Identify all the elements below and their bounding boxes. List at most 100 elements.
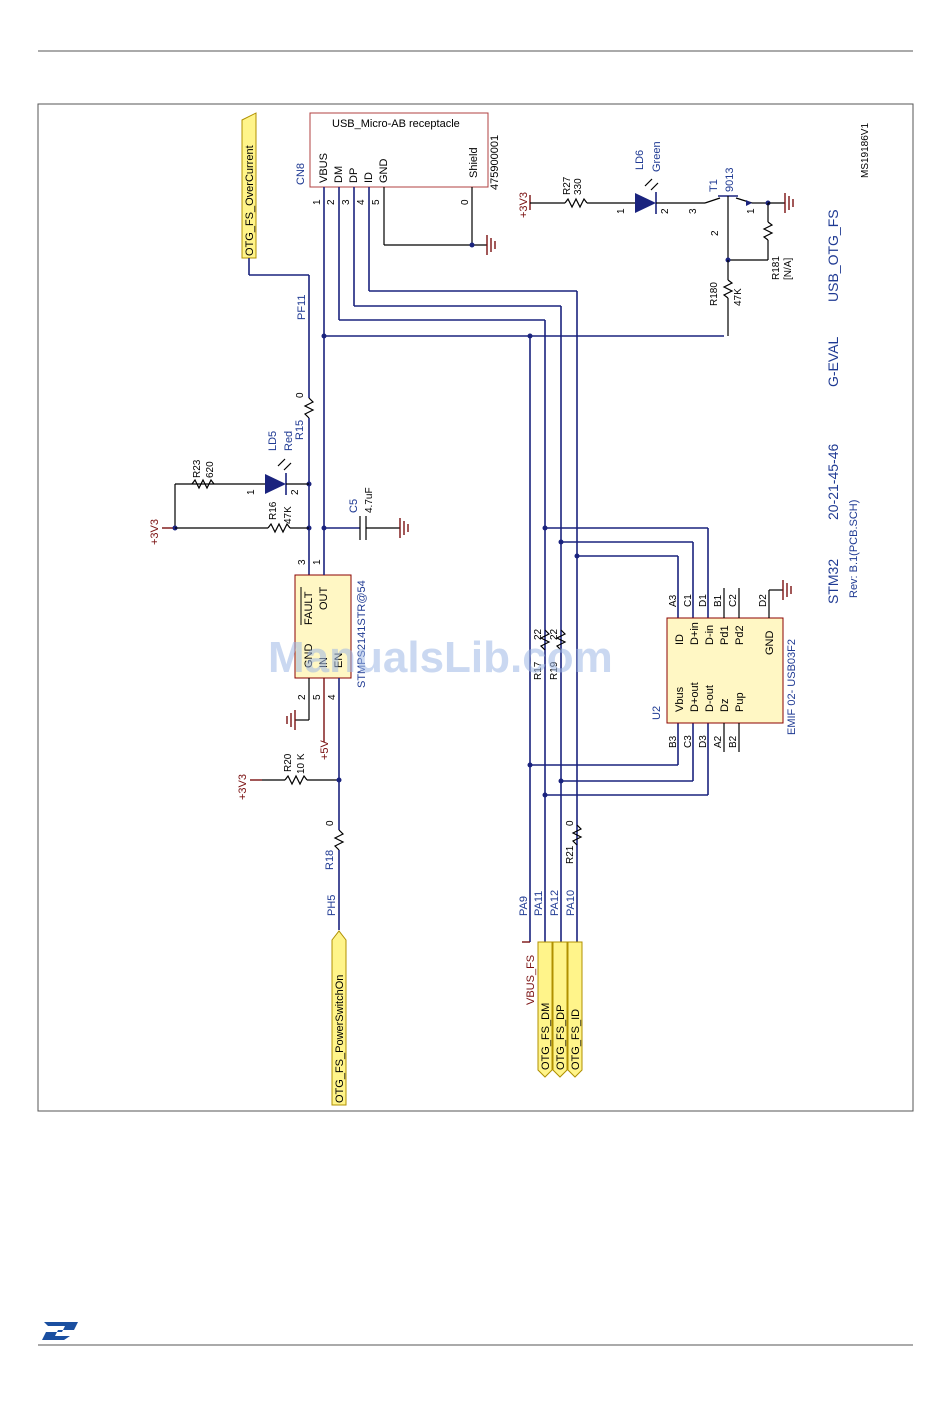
r23-ref: R23 <box>192 459 203 478</box>
revision: Rev: B.1(PCB.SCH) <box>848 500 860 598</box>
pin-dm: DM <box>333 166 345 183</box>
ground-symbol <box>486 235 496 255</box>
r17-value: 22 <box>533 628 544 640</box>
connector-ref: CN8 <box>295 163 307 185</box>
u2-pin-pup: Pup <box>734 692 746 712</box>
otg-flags <box>537 941 583 1078</box>
t1-value: 9013 <box>724 168 736 192</box>
doc-date: 20-21-45-46 <box>825 444 841 520</box>
r20-value: 10 K <box>296 753 307 774</box>
u2-pin-gnd: GND <box>764 631 776 656</box>
t1-ref: T1 <box>708 179 720 192</box>
r15-value: 0 <box>295 392 306 398</box>
u2-pin-dpout: D+out <box>689 682 701 712</box>
net-overcurrent: OTG_FS_OverCurrent <box>244 145 256 256</box>
net-otg-fs-dm: OTG_FS_DM <box>540 1003 552 1070</box>
t1-pin2: 2 <box>710 230 721 236</box>
powerswitch-flag <box>331 930 347 1106</box>
u2-pin-dz: Dz <box>719 699 731 712</box>
r21-ref: R21 <box>565 845 576 864</box>
switch-leads <box>295 560 340 830</box>
u2-num-d2: D2 <box>758 594 769 607</box>
u2-num-c3: C3 <box>683 735 694 748</box>
u2-num-b3: B3 <box>668 735 679 748</box>
sw-num-in: 5 <box>312 694 323 700</box>
transistor-t1-icon <box>704 195 768 260</box>
sw-num-en: 4 <box>327 694 338 700</box>
u2-part: EMIF 02- USB03F2 <box>786 639 798 735</box>
power-3v3-top: +3V3 <box>518 192 530 218</box>
r19-value: 22 <box>549 628 560 640</box>
power-5v: +5V <box>319 739 331 760</box>
sw-num-fault: 3 <box>297 559 308 565</box>
ld5-pin2: 2 <box>290 489 301 495</box>
sw-pin-fault: FAULT <box>303 591 315 625</box>
pin-shield: Shield <box>468 147 480 178</box>
pin-vbus: VBUS <box>318 153 330 183</box>
ld6-pin1: 1 <box>616 208 627 214</box>
u2-bottom-pin-numbers: B3 C3 D3 A2 B2 <box>668 735 739 748</box>
power-3v3-left: +3V3 <box>149 519 161 545</box>
data-bus-wires <box>321 290 724 942</box>
u2-num-d3: D3 <box>698 735 709 748</box>
u2-right-pins: ID D+in D-in Pd1 Pd2 GND <box>674 622 776 655</box>
r23-value: 620 <box>205 461 216 478</box>
u2-num-b2: B2 <box>728 735 739 748</box>
u2-top-pin-numbers: A3 C1 D1 B1 C2 D2 <box>668 594 769 607</box>
sw-ref: STMPS2141STR@54 <box>356 580 368 688</box>
u2-ref: U2 <box>651 706 663 720</box>
r17-ref: R17 <box>533 661 544 680</box>
u2-num-d1: D1 <box>698 594 709 607</box>
ld6-pin2: 2 <box>660 208 671 214</box>
power-3v3-r20: +3V3 <box>237 774 249 800</box>
u2-num-a3: A3 <box>668 594 679 607</box>
u2-pin-id: ID <box>674 634 686 645</box>
board-name: G-EVAL <box>825 336 841 387</box>
sw-pin-gnd: GND <box>303 644 315 669</box>
doc-id: MS19186V1 <box>860 123 871 178</box>
r181-ref: R181 <box>771 256 782 280</box>
ld5-pin1: 1 <box>246 489 257 495</box>
series-resistors <box>539 629 583 846</box>
u2-num-c1: C1 <box>683 594 694 607</box>
port-pf11: PF11 <box>296 295 308 320</box>
r21-value: 0 <box>565 820 576 826</box>
r27-ref: R27 <box>562 176 573 195</box>
r27-value: 330 <box>573 178 584 195</box>
switch-ground-symbol <box>286 710 296 730</box>
connector-pin-names: VBUS DM DP ID GND Shield <box>318 147 480 183</box>
port-pa11: PA11 <box>533 891 545 916</box>
c5-ground-symbol <box>399 518 409 538</box>
chip-name: STM32 <box>825 559 841 604</box>
u2-left-pins: Vbus D+out D-out Dz Pup <box>674 682 746 712</box>
connector-leads <box>323 187 487 560</box>
ld6-value: Green <box>651 141 663 172</box>
st-logo-icon <box>42 1322 78 1340</box>
pin-num-3: 3 <box>341 199 352 205</box>
u2-pin-dmin: D-in <box>704 625 716 645</box>
sw-pin-out: OUT <box>318 587 330 611</box>
c5-value: 4.7uF <box>364 487 375 513</box>
t1-ground-symbol <box>784 193 794 213</box>
sw-num-gnd: 2 <box>297 694 308 700</box>
ld5-ref: LD5 <box>267 431 279 451</box>
connector-part: 475900001 <box>489 135 501 190</box>
usb-connector-box <box>309 112 489 188</box>
pin-num-0: 0 <box>460 199 471 205</box>
led-ld5-icon <box>265 458 309 495</box>
overcurrent-flag <box>241 112 257 259</box>
u2-pin-dpin: D+in <box>689 622 701 645</box>
r20-ref: R20 <box>283 753 294 772</box>
u2-num-c2: C2 <box>728 594 739 607</box>
u2-pin-pd2: Pd2 <box>734 625 746 645</box>
pin-dp: DP <box>348 168 360 183</box>
net-vbus-fs: VBUS_FS <box>525 955 537 1005</box>
sw-pin-in: IN <box>318 657 330 668</box>
port-ph5: PH5 <box>326 895 338 916</box>
u2-num-b1: B1 <box>713 594 724 607</box>
sw-pin-en: EN <box>333 653 345 668</box>
sw-num-out: 1 <box>312 559 323 565</box>
r16-value: 47K <box>283 506 294 524</box>
pin-gnd: GND <box>378 159 390 184</box>
